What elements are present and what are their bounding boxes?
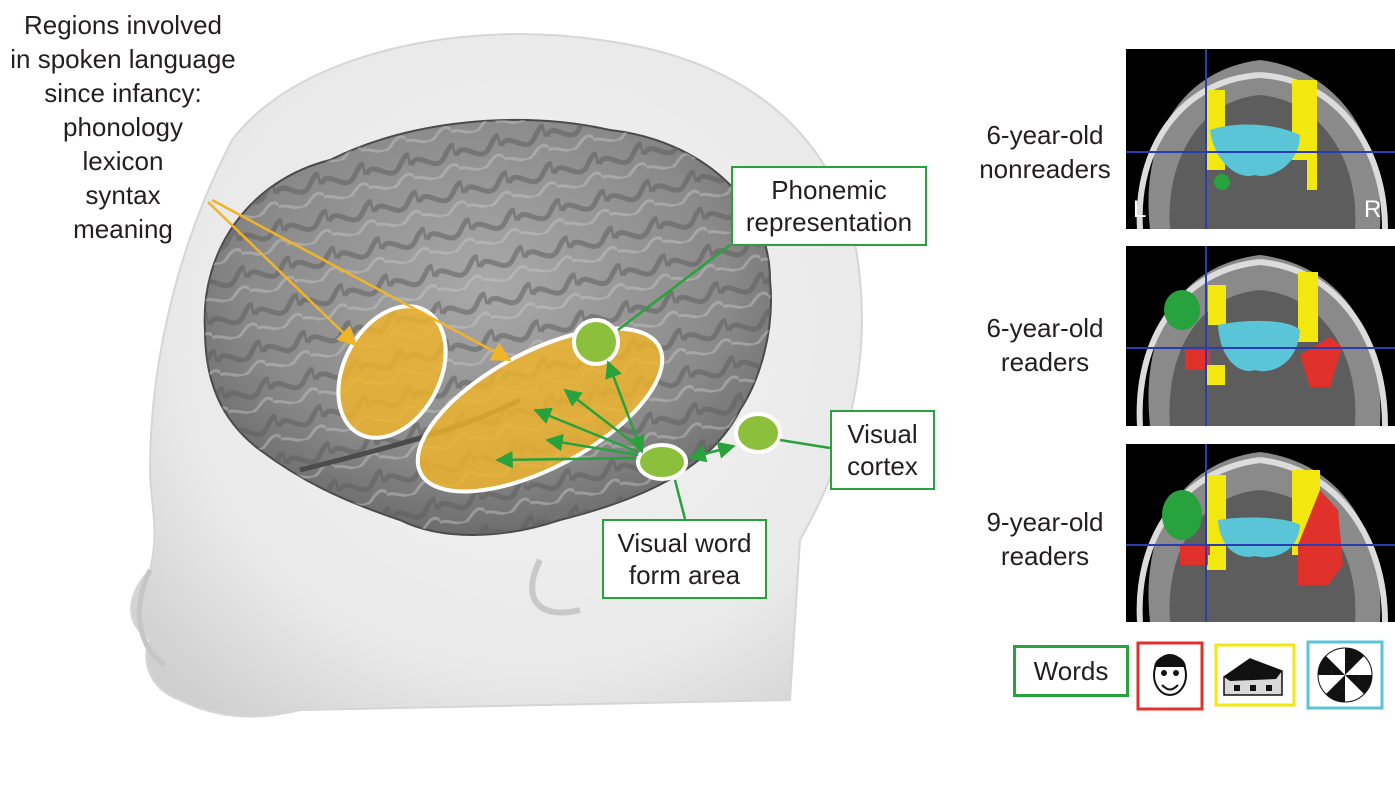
legend-checkerboards [1306, 640, 1384, 710]
title-line-4: phonology [63, 112, 183, 142]
title-line-7: meaning [73, 214, 173, 244]
visual-cortex-label: Visual cortex [830, 410, 935, 490]
mri-panel-nonreaders [1126, 49, 1395, 230]
title-line-5: lexicon [82, 146, 164, 176]
phonemic-region [572, 318, 620, 366]
right-hemisphere-marker: R [1364, 196, 1382, 223]
left-hemisphere-marker: L [1133, 196, 1147, 223]
language-region-frontal [336, 304, 448, 440]
title-line-2: in spoken language [10, 44, 236, 74]
row-label-9yr-readers: 9-year-old readers [986, 507, 1104, 571]
visual-word-form-area-label: Visual word form area [602, 519, 767, 599]
vwfa-region [636, 443, 688, 481]
legend-words: Words [1013, 645, 1129, 697]
title-line-3: since infancy: [44, 78, 202, 108]
mri-panel-9yr-readers [1126, 444, 1395, 623]
mri-panel-6yr-readers [1126, 246, 1395, 427]
legend-faces [1136, 641, 1204, 711]
row-label-nonreaders: 6-year-old nonreaders [979, 120, 1111, 184]
legend-houses [1214, 643, 1296, 707]
row-label-6yr-readers: 6-year-old readers [986, 313, 1104, 377]
visual-cortex-region [734, 412, 782, 454]
phonemic-representation-label: Phonemic representation [731, 166, 927, 246]
title-line-6: syntax [85, 180, 161, 210]
language-regions-title: Regions involved in spoken language sinc… [0, 8, 246, 246]
title-line-1: Regions involved [23, 10, 222, 40]
